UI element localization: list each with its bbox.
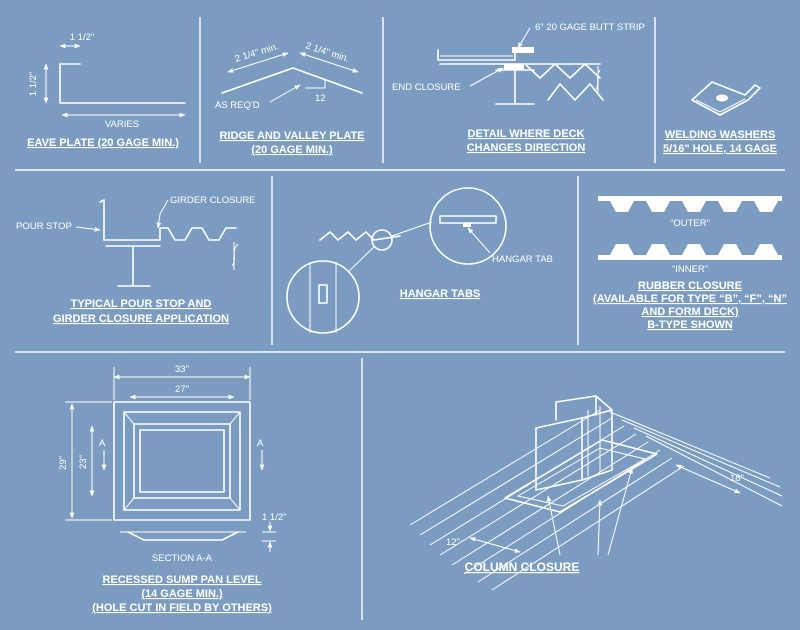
plan-view-circle [286,260,360,334]
welding-washers-detail: WELDING WASHERS 5/16" HOLE, 14 GAGE [663,81,777,155]
rubber-caption-1: RUBBER CLOSURE [638,280,742,292]
column-caption: COLUMN CLOSURE [465,560,580,574]
ridge-plate-profile [221,67,363,94]
sump-caption-3: (HOLE CUT IN FIELD BY OTHERS) [92,602,272,614]
washer-shape [691,81,761,116]
hangar-caption: HANGAR TABS [400,288,480,300]
section-aa-label: SECTION A-A [152,553,213,564]
pourstop-caption-1: TYPICAL POUR STOP AND [71,298,212,310]
sump-dim-depth: 1 1/2" [262,512,287,523]
sump-dim-inner-h: 23" [78,455,89,469]
sump-section-profile [127,531,239,541]
detail-view-circle [429,187,507,265]
pour-stop-profile [99,199,125,241]
ridge-slope: 12 [315,93,326,104]
pour-stop-label: POUR STOP [16,221,72,232]
hangar-tabs-detail: HANGAR TAB HANGAR TABS [286,187,553,334]
closure-plate-outline [504,439,658,513]
washers-caption-1: WELDING WASHERS [665,129,776,141]
rubber-closure-detail: “OUTER” “INNER” RUBBER CLOSURE (AVAILABL… [593,196,787,331]
outer-label: “OUTER” [670,218,710,229]
hangar-tab-plate [439,215,497,224]
sump-inner-pan [133,423,231,499]
ridge-dim-left: 2 1/4" min. [234,41,280,65]
deck-dir-caption-1: DETAIL WHERE DECK [468,128,585,140]
butt-strip-label: 6" 20 GAGE BUTT STRIP [535,22,645,33]
sump-dim-outer-h: 29" [58,456,69,470]
ridge-dim-right: 2 1/4" min. [304,40,350,64]
ridge-caption-2: (20 GAGE MIN.) [251,144,333,156]
ridge-valley-detail: 2 1/4" min. 2 1/4" min. 12 AS REQ'D RIDG… [215,40,365,156]
panel-dividers [15,17,785,620]
column-dim-b: 12" [446,537,460,548]
butt-strip [512,47,534,53]
deck-dir-caption-2: CHANGES DIRECTION [467,142,586,154]
girder-closure-deck [123,227,237,241]
ridge-asreq-label: AS REQ'D [215,100,260,111]
sump-caption-1: RECESSED SUMP PAN LEVEL [102,574,261,586]
outer-closure-profile [598,196,782,212]
column-side-face [581,409,613,481]
deck-direction-detail: 6" 20 GAGE BUTT STRIP END CLOSURE DETAIL… [392,22,645,154]
column-front-face [535,417,583,491]
washer-hole [716,94,728,102]
section-mark-left: A [99,438,106,449]
hangar-slot [318,284,328,304]
sump-caption-2: (14 GAGE MIN.) [141,588,223,600]
column-top [555,395,613,421]
inner-closure-profile [598,244,782,260]
eave-dim-bottom: VARIES [105,119,139,130]
eave-plate-profile [59,63,186,104]
section-mark-right: A [257,438,264,449]
beam-section [495,69,535,105]
inner-label: “INNER” [672,264,708,275]
sump-dim-inner-w: 27" [175,384,189,395]
deck-edge-profile [319,231,401,241]
deck-flutes-upper [524,63,601,79]
slope-triangle [305,80,326,89]
eave-plate-detail: 1 1/2" 1 1/2" VARIES EAVE PLATE (20 GAGE… [27,32,186,149]
sump-outer-rim [113,401,251,521]
deck-flutes-lower [547,83,604,101]
deck-left-top [437,49,516,61]
sump-dim-outer-w: 33" [175,364,189,375]
pour-stop-detail: POUR STOP GIRDER CLOSURE TYPICAL POUR ST… [16,195,256,325]
eave-dim-top: 1 1/2" [70,32,95,43]
girder-web [117,245,151,287]
end-closure-label: END CLOSURE [392,82,461,93]
hangar-tab-label: HANGAR TAB [492,254,553,265]
end-closure-block [504,64,524,70]
rubber-caption-3: AND FORM DECK) [641,306,738,318]
eave-dim-side: 1 1/2" [28,72,39,97]
washers-caption-2: 5/16" HOLE, 14 GAGE [663,143,777,155]
sump-pan-detail: 33" 27" 29" 23" A A 1 1/2" SECTION A-A R… [58,364,287,614]
ridge-caption-1: RIDGE AND VALLEY PLATE [219,130,364,142]
girder-closure-label: GIRDER CLOSURE [170,195,256,206]
column-closure-detail: 18" 12" COLUMN CLOSURE [409,395,783,591]
eave-caption: EAVE PLATE (20 GAGE MIN.) [27,137,179,149]
column-dim-a: 18" [730,473,744,484]
rubber-caption-2: (AVAILABLE FOR TYPE “B”, “F”, “N” [593,293,787,305]
rubber-caption-4: B-TYPE SHOWN [647,319,733,331]
pourstop-caption-2: GIRDER CLOSURE APPLICATION [53,313,229,325]
tab-callout-circle [371,229,393,251]
